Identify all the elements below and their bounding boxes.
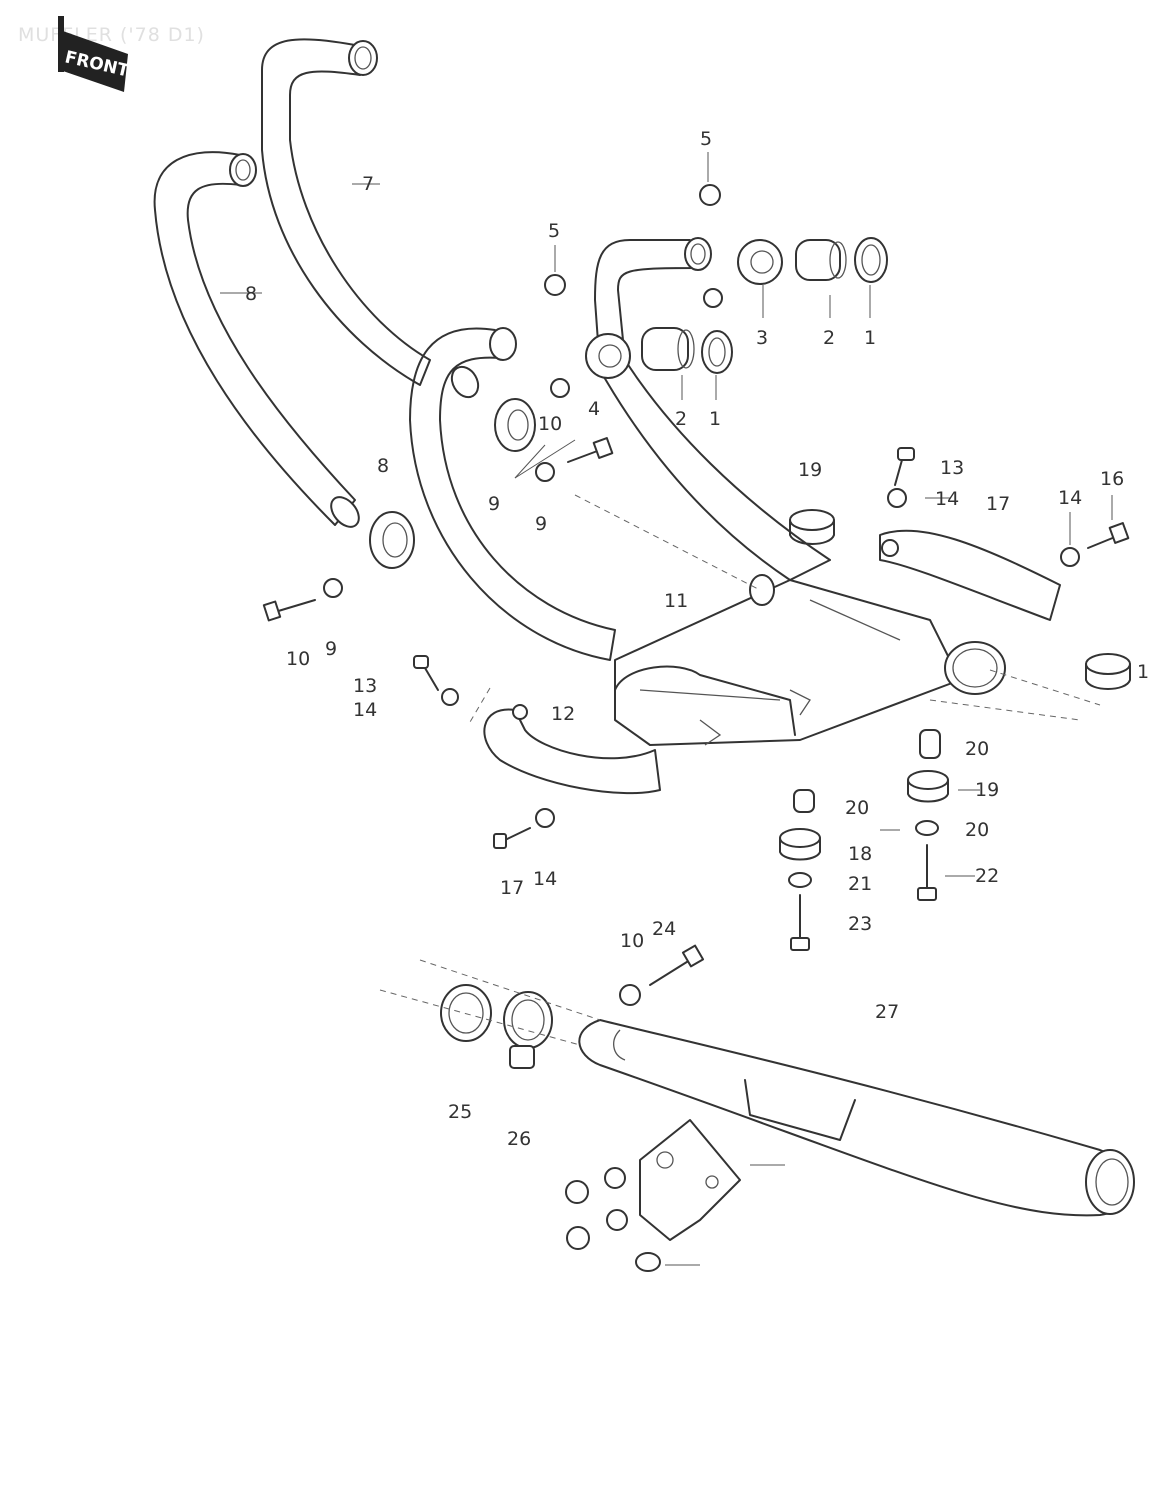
callout-2: 2 bbox=[823, 327, 835, 349]
callout-15: 16 bbox=[1100, 468, 1124, 490]
nut-4 bbox=[550, 378, 570, 398]
header-pipe-7 bbox=[153, 151, 360, 528]
callout-22: 26 bbox=[507, 1128, 531, 1150]
header-pipe-right bbox=[594, 237, 831, 581]
callout-15: 17 bbox=[500, 877, 524, 899]
bracket-16 bbox=[879, 529, 1061, 621]
callout-labels: 7 8 5 5 3 2 1 4 2 1 10 8 9 9 19 13 14 17… bbox=[245, 128, 1149, 1150]
washer-14-right bbox=[887, 488, 907, 508]
callout-9: 10 bbox=[620, 930, 644, 952]
washer-9-left bbox=[323, 578, 343, 598]
callout-14: 14 bbox=[935, 488, 959, 510]
callout-5: 5 bbox=[548, 220, 560, 242]
callout-7: 8 bbox=[245, 283, 257, 305]
nut-26-upper bbox=[565, 1180, 589, 1204]
nut-5-mid bbox=[703, 288, 723, 308]
rubber-17-right bbox=[1085, 653, 1131, 690]
callout-9: 9 bbox=[535, 513, 547, 535]
muffler-23 bbox=[578, 1019, 1135, 1217]
header-pipe-6 bbox=[261, 38, 431, 386]
clamp-8-left bbox=[369, 511, 415, 569]
callout-9: 9 bbox=[325, 638, 337, 660]
callout-20: 22 bbox=[975, 865, 999, 887]
bracket-12 bbox=[483, 704, 661, 795]
callout-20: 24 bbox=[652, 918, 676, 940]
callout-18: 20 bbox=[965, 738, 989, 760]
callout-14: 14 bbox=[533, 868, 557, 890]
washer-19-right bbox=[915, 820, 939, 836]
gasket-3-lower bbox=[585, 333, 631, 379]
header-pipe-center bbox=[409, 327, 616, 661]
callout-19: 20 bbox=[965, 819, 989, 841]
bolt-10-right bbox=[567, 437, 614, 463]
nut-5-left bbox=[544, 274, 566, 296]
bolt-20-left bbox=[790, 894, 810, 951]
callout-1: 1 bbox=[1137, 661, 1149, 683]
bolt-13-left bbox=[413, 655, 439, 691]
washer-14-lower bbox=[535, 808, 555, 828]
sleeve-2-lower bbox=[641, 327, 695, 371]
bracket-24 bbox=[639, 1119, 741, 1241]
callout-11: 11 bbox=[664, 590, 688, 612]
callout-10: 10 bbox=[538, 413, 562, 435]
leader-lines bbox=[220, 152, 1113, 1266]
callout-18: 20 bbox=[845, 797, 869, 819]
gasket-3-upper bbox=[737, 239, 783, 285]
callout-4: 4 bbox=[588, 398, 600, 420]
callout-23: 27 bbox=[875, 1001, 899, 1023]
nut-26-lower bbox=[566, 1226, 590, 1250]
washer-19-left bbox=[788, 872, 812, 888]
callout-14: 14 bbox=[353, 699, 377, 721]
callout-17: 18 bbox=[848, 843, 872, 865]
ring-1-upper bbox=[854, 237, 888, 283]
bolt-20-lower bbox=[649, 944, 705, 986]
callout-6: 7 bbox=[362, 173, 374, 195]
clamp-22 bbox=[503, 991, 553, 1069]
clamp-8-right bbox=[494, 398, 536, 452]
callout-2: 2 bbox=[675, 408, 687, 430]
collar-18-left bbox=[793, 789, 815, 813]
callout-17: 19 bbox=[798, 459, 822, 481]
callout-16: 17 bbox=[986, 493, 1010, 515]
callout-1: 1 bbox=[864, 327, 876, 349]
rubber-17-mid bbox=[907, 770, 949, 803]
bolt-20-right bbox=[917, 844, 937, 901]
callout-3: 3 bbox=[756, 327, 768, 349]
rubber-17-lower bbox=[779, 828, 821, 861]
callout-19: 21 bbox=[848, 873, 872, 895]
rubber-17-top bbox=[789, 509, 835, 545]
callout-8: 9 bbox=[488, 493, 500, 515]
callout-13: 13 bbox=[353, 675, 377, 697]
sleeve-2-upper bbox=[795, 239, 847, 281]
ring-21 bbox=[440, 984, 492, 1042]
nut-5-top bbox=[699, 184, 721, 206]
callout-12: 12 bbox=[551, 703, 575, 725]
bolt-13-right bbox=[894, 447, 915, 486]
washer-9-right bbox=[535, 462, 555, 482]
collar-18-right bbox=[919, 729, 941, 759]
nut-25-lower bbox=[606, 1209, 628, 1231]
front-direction-badge: FRONT bbox=[58, 16, 131, 92]
callout-8: 8 bbox=[377, 455, 389, 477]
ring-1-lower bbox=[701, 330, 733, 374]
collector-chamber-11 bbox=[614, 574, 1006, 746]
callout-10: 10 bbox=[286, 648, 310, 670]
bolt-15-lower bbox=[493, 827, 531, 849]
callout-1: 1 bbox=[709, 408, 721, 430]
bolt-15-right bbox=[1087, 522, 1130, 549]
washer-9-lower bbox=[619, 984, 641, 1006]
bolt-10-left bbox=[262, 599, 316, 622]
washer-14-far-right bbox=[1060, 547, 1080, 567]
bolt-27 bbox=[635, 1252, 661, 1272]
callout-21: 25 bbox=[448, 1101, 472, 1123]
nut-25-upper bbox=[604, 1167, 626, 1189]
washer-14-left bbox=[441, 688, 459, 706]
callout-17: 19 bbox=[975, 779, 999, 801]
callout-14: 14 bbox=[1058, 487, 1082, 509]
callout-13: 13 bbox=[940, 457, 964, 479]
callout-20: 23 bbox=[848, 913, 872, 935]
callout-5: 5 bbox=[700, 128, 712, 150]
